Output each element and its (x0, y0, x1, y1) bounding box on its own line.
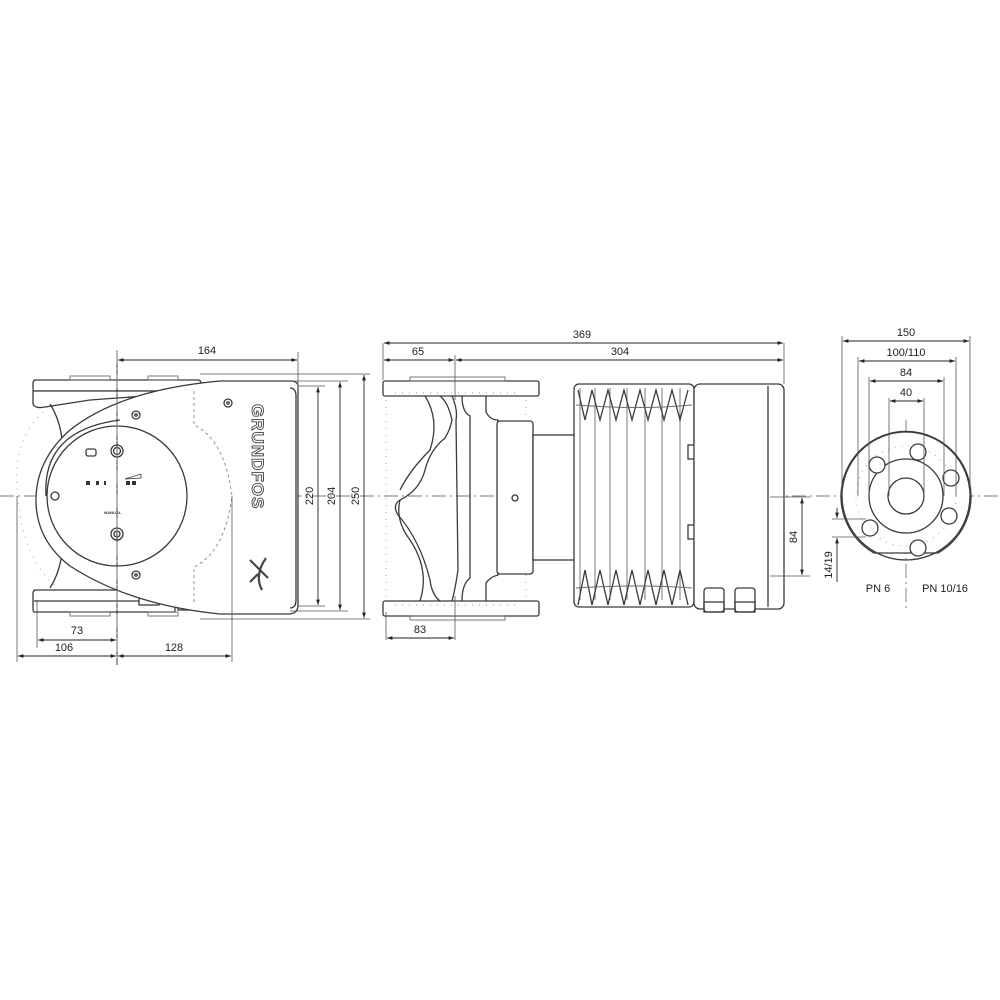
screw (50, 491, 60, 501)
dim-164: 164 (198, 345, 216, 357)
dim-220: 220 (304, 487, 316, 505)
side-top-flange (382, 380, 540, 397)
dim-40: 40 (900, 387, 912, 399)
bolt-hole (942, 469, 960, 487)
bolt-hole (909, 443, 927, 461)
dim-83: 83 (414, 624, 426, 636)
dim-304: 304 (611, 346, 629, 358)
dim-73: 73 (71, 625, 83, 637)
led-indicator (85, 448, 97, 457)
bolt-hole (861, 519, 879, 537)
motor-body (573, 383, 695, 608)
cooling-fins (575, 387, 693, 606)
dim-106: 106 (55, 642, 73, 654)
flange-view: 150 100/110 84 40 14/19 PN 6 PN 10/16 (823, 327, 972, 610)
label-pn10-16: PN 10/16 (922, 583, 968, 595)
terminal-box (693, 383, 785, 610)
cable-gland (703, 587, 725, 613)
cable-gland (734, 587, 756, 613)
dim-369: 369 (573, 329, 591, 341)
dim-150: 150 (897, 327, 915, 339)
brand-logo: GRUNDFOS (248, 404, 267, 509)
manual-label: MANUAL (104, 510, 122, 515)
label-pn6: PN 6 (866, 583, 890, 595)
brand-x-icon (249, 557, 269, 591)
dim-100-110: 100/110 (887, 347, 926, 359)
dim-250: 250 (350, 487, 362, 505)
side-bottom-flange (382, 600, 540, 617)
dim-65: 65 (412, 346, 424, 358)
dim-128: 128 (165, 642, 183, 654)
flange-outline (840, 430, 972, 554)
dim-14-19: 14/19 (823, 551, 835, 579)
pump-head (496, 420, 534, 575)
shaft-housing (532, 434, 579, 561)
dim-84-axis: 84 (788, 531, 800, 543)
dim-204: 204 (326, 487, 338, 505)
side-view: 369 65 304 83 84 (382, 329, 810, 640)
dim-84-raised-face: 84 (900, 367, 912, 379)
bolt-hole (868, 456, 886, 474)
front-view: MANUAL GRUNDFOS 164 220 204 250 (0, 345, 1000, 665)
bolt-hole (909, 539, 927, 557)
bolt-hole (940, 507, 958, 525)
